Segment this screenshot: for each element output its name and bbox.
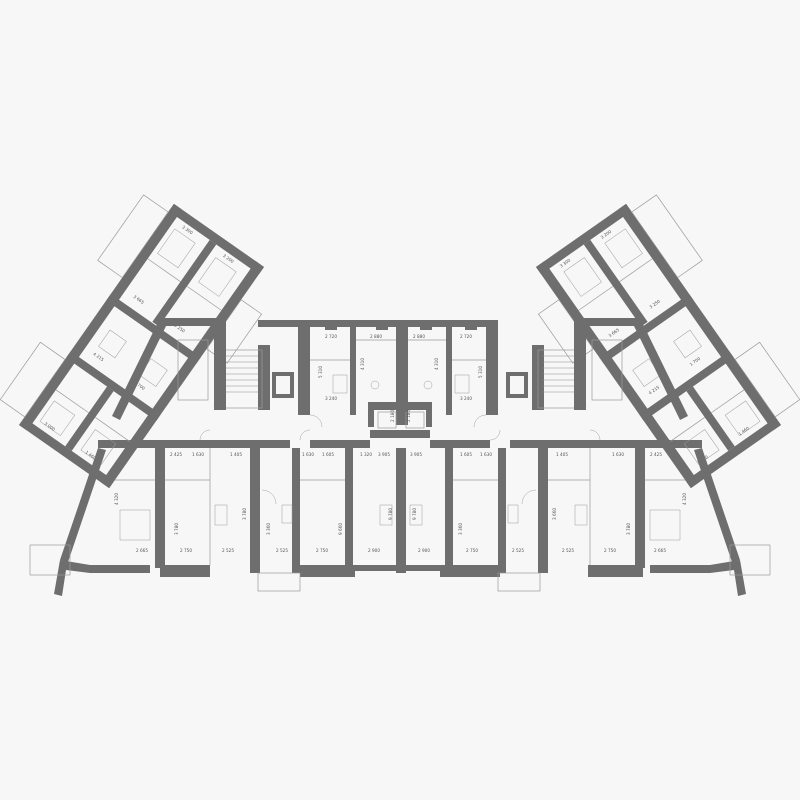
dim-text: 2 880 [413,334,425,339]
dim-text: 3 665 [607,327,620,338]
dim-text: 3 360 [266,523,271,535]
dim-text: 2 525 [512,548,524,553]
dim-text: 2 180 [390,410,395,422]
dim-text: 1 405 [556,452,568,457]
dim-text: 4 320 [682,493,687,505]
dim-text: 2 720 [460,334,472,339]
dim-text: 1 630 [192,452,204,457]
dim-text: 1 630 [302,452,314,457]
dim-text: 3 300 [559,257,572,268]
right-wing: 3 300 3 200 3 665 3 250 4 215 1 700 3 00… [535,194,800,489]
dim-text: 3 780 [174,523,179,535]
stair-left [226,355,258,393]
dim-text: 4 310 [360,358,365,370]
dim-text: 3 300 [181,224,194,235]
dim-text: 2 525 [222,548,234,553]
dim-text: 9 780 [412,508,417,520]
dim-text: 1 700 [133,380,146,391]
stair-right [542,355,574,393]
dim-text: 5 310 [318,366,323,378]
dim-text: 4 215 [92,351,105,362]
dim-text: 2 525 [562,548,574,553]
dim-text: 3 780 [242,508,247,520]
dim-text: 9 660 [338,523,343,535]
dim-text: 3 905 [410,452,422,457]
dim-text: 9 780 [388,508,393,520]
dim-text: 2 425 [650,452,662,457]
dim-text: 3 360 [458,523,463,535]
left-wing: 3 300 3 200 3 665 3 250 4 215 1 700 3 00… [0,194,265,489]
dim-text: 4 215 [648,384,661,395]
dim-text: 2 180 [406,410,411,422]
right-connector [574,318,740,562]
central-upper-block: 2 720 2 880 2 880 2 720 3 240 3 240 5 31… [221,320,579,438]
dim-text: 1 405 [230,452,242,457]
dim-text: 5 310 [478,366,483,378]
dim-text: 2 900 [418,548,430,553]
dim-text: 1 700 [689,356,702,367]
dim-text: 1 605 [460,452,472,457]
dim-text: 1 605 [322,452,334,457]
dim-text: 4 310 [434,358,439,370]
dim-text: 2 750 [316,548,328,553]
dim-text: 1 630 [612,452,624,457]
dim-text: 1 460 [84,450,97,461]
dim-text: 4 320 [114,493,119,505]
lower-left-corner [29,544,90,596]
dim-text: 2 665 [654,548,666,553]
dim-text: 1 320 [360,452,372,457]
dim-text: 3 660 [552,508,557,520]
dim-text: 1 460 [737,425,750,436]
dim-text: 3 905 [378,452,390,457]
left-connector [60,318,226,562]
dim-text: 2 880 [370,334,382,339]
dim-text: 3 780 [626,523,631,535]
dim-text: 2 900 [368,548,380,553]
dim-text: 2 750 [466,548,478,553]
dim-text: 2 750 [604,548,616,553]
dim-text: 3 250 [173,323,186,334]
dim-text: 3 665 [132,294,145,305]
dim-text: 3 250 [648,298,661,309]
dim-text: 1 630 [480,452,492,457]
dim-text: 3 200 [600,229,613,240]
dim-text: 2 525 [276,548,288,553]
dim-text: 2 665 [136,548,148,553]
lower-right-corner [710,544,771,596]
dim-text: 3 240 [460,396,472,401]
dim-text: 3 000 [43,421,56,432]
dim-text: 3 200 [222,253,235,264]
dim-text: 2 720 [325,334,337,339]
dim-text: 2 750 [180,548,192,553]
central-lower-block: 2 425 1 630 1 405 1 630 1 605 1 320 3 90… [90,429,710,592]
dim-text: 2 425 [170,452,182,457]
dim-text: 3 240 [325,396,337,401]
